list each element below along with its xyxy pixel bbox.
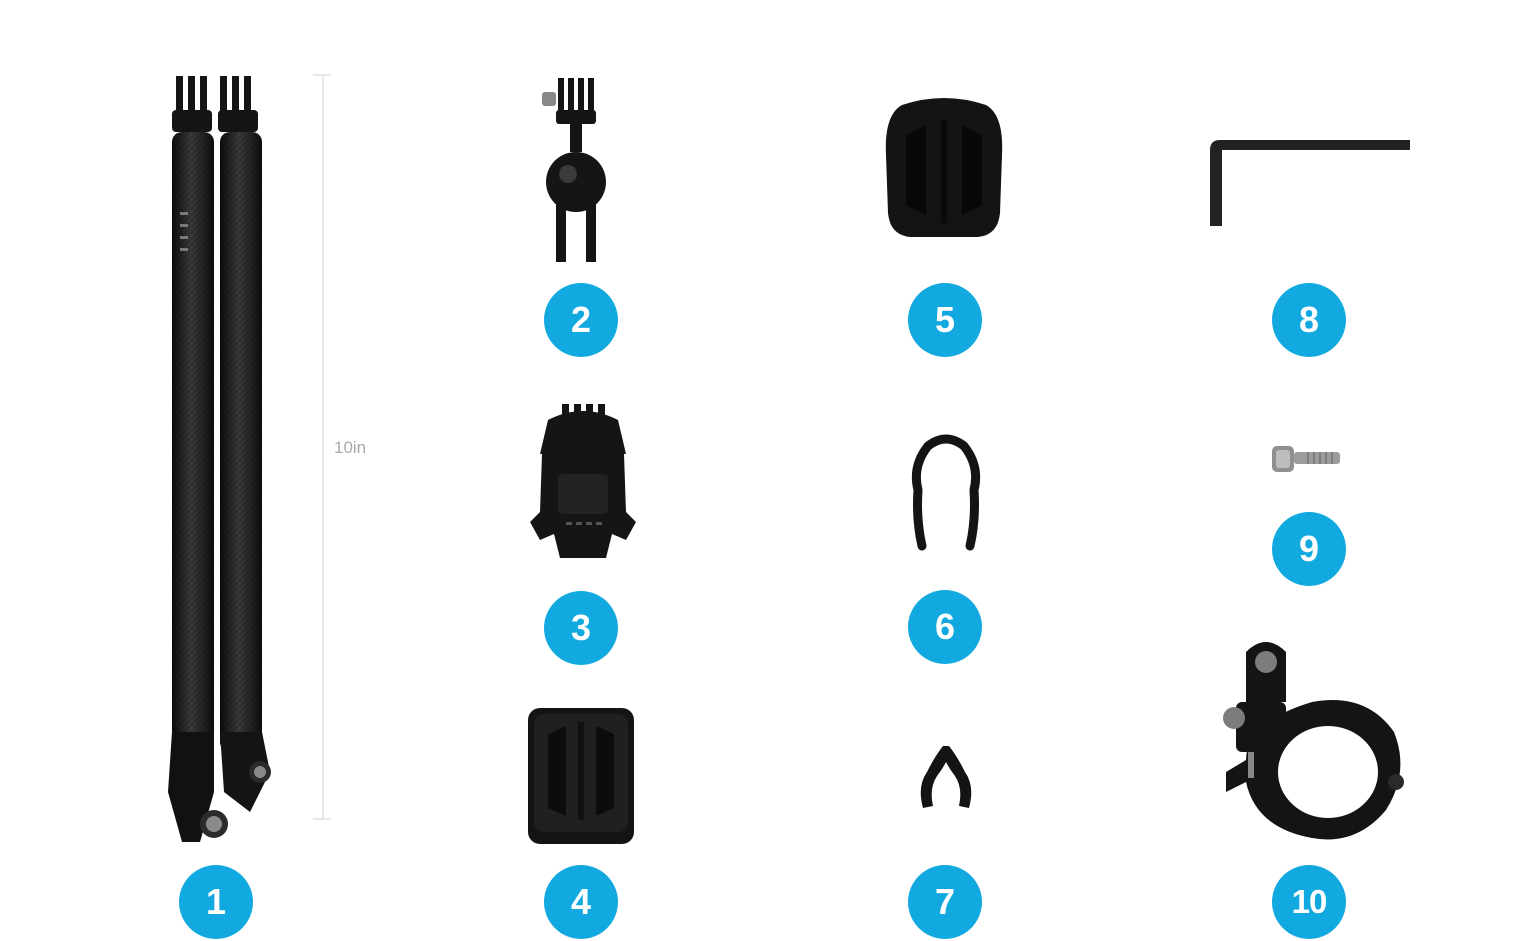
item-badge-5: 5: [908, 283, 982, 357]
item-badge-9: 9: [1272, 512, 1346, 586]
large-rubber-shim-image: [908, 430, 984, 551]
item-badge-10: 10: [1272, 865, 1346, 939]
item-badge-2: 2: [544, 283, 618, 357]
allen-wrench-image: [1204, 136, 1414, 230]
item-badge-1: 1: [179, 865, 253, 939]
ruler-cap-bottom: [313, 818, 331, 820]
quick-release-buckle-image: [528, 402, 638, 562]
ball-joint-mount-image: [536, 74, 616, 264]
item-badge-4: 4: [544, 865, 618, 939]
ruler-cap-top: [313, 74, 331, 76]
ruler-label: 10in: [334, 438, 367, 457]
flat-adhesive-mount-image: [526, 706, 636, 846]
extension-arm-image: [160, 72, 280, 852]
item-badge-8: 8: [1272, 283, 1346, 357]
curved-adhesive-mount-image: [882, 95, 1006, 245]
item-badge-7: 7: [908, 865, 982, 939]
thumb-screw-image: [1268, 440, 1344, 476]
handlebar-clamp-image: [1216, 632, 1416, 852]
item-badge-3: 3: [544, 591, 618, 665]
item-badge-6: 6: [908, 590, 982, 664]
small-rubber-shim-image: [913, 742, 979, 812]
height-ruler: [322, 74, 324, 820]
